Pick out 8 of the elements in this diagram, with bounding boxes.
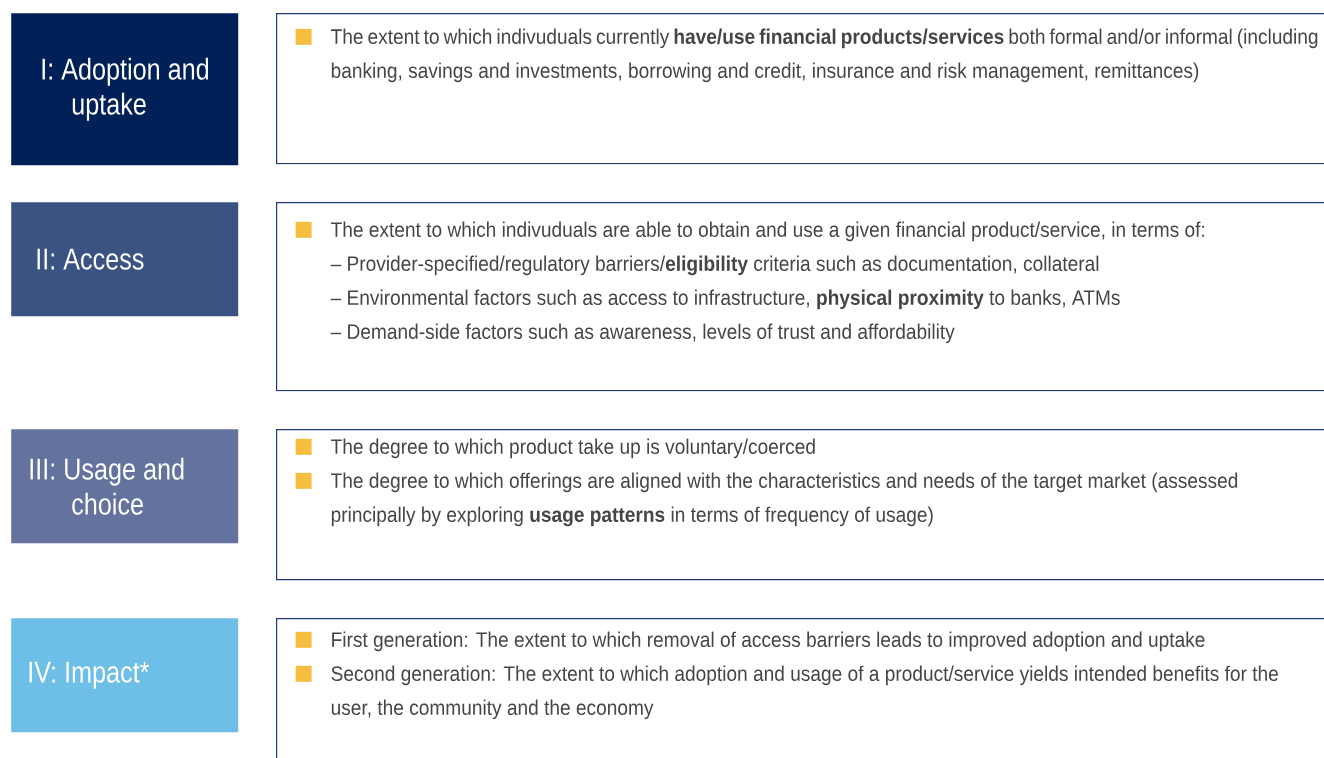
category-box: I: Adoption and uptake — [11, 13, 239, 166]
category-box: III: Usage and choice — [11, 429, 239, 544]
category-box: II: Access — [11, 202, 239, 317]
category-box: IV: Impact* — [11, 618, 239, 733]
description-box: First generation: The extent to which removal of access barriers leads to improved adoption and uptake Second generation: The extent to which adoption and usage of a product/service yields intended benefits for the user, the community and the economy — [276, 618, 1324, 758]
description-box: The extent to which indivuduals currently have/use financial products/services both formal and/or informal (including banking, savings and investments, borrowing and credit, insurance and risk management, remittances) — [276, 13, 1324, 165]
description-box: The degree to which product take up is voluntary/coerced The degree to which offerings are aligned with the characteristics and needs of the target market (assessed principally by exploring usage patterns in terms of frequency of usage) — [276, 429, 1324, 581]
description-box: The extent to which indivuduals are able to obtain and use a given financial product/service, in terms of: – Provider-specified/regulatory barriers/eligibility criteria such as documentation, collateral – Environmental factors such as access to infrastructure, physical proximity to banks, ATMs – Demand-side factors such as awareness, levels of trust and affordability — [276, 202, 1324, 392]
